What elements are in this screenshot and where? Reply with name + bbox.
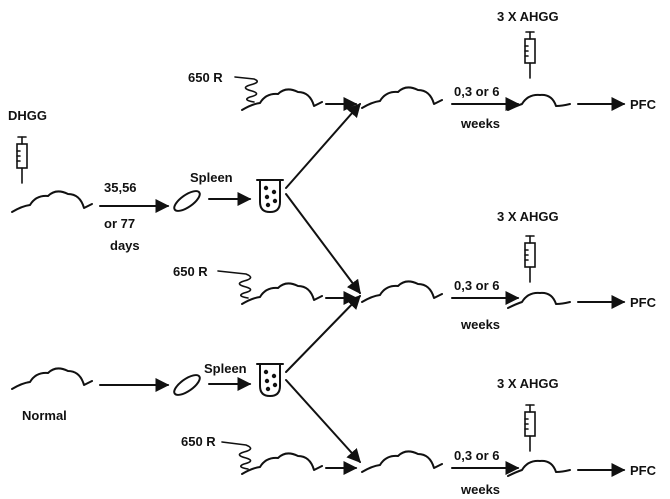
boost-label-3: 3 X AHGG (497, 376, 559, 391)
spleen-label-bottom: Spleen (204, 361, 247, 376)
mouse-icon (507, 291, 571, 309)
radiation-label-3: 650 R (181, 434, 216, 449)
radiation-label-1: 650 R (188, 70, 223, 85)
mouse-icon (11, 190, 93, 213)
mouse-icon (361, 86, 443, 109)
pfc-label-2: PFC (630, 295, 657, 310)
interval-label-3: 0,3 or 6 (454, 448, 500, 463)
syringe-icon (524, 235, 536, 283)
radiation-icon (221, 441, 252, 470)
mouse-icon (241, 282, 323, 305)
spleen-icon (173, 190, 201, 212)
pfc-label-3: PFC (630, 463, 657, 478)
normal-label: Normal (22, 408, 67, 423)
radiation-label-2: 650 R (173, 264, 208, 279)
weeks-label-3: weeks (460, 482, 500, 497)
boost-label-2: 3 X AHGG (497, 209, 559, 224)
interval-label-2: 0,3 or 6 (454, 278, 500, 293)
mouse-icon (507, 93, 571, 111)
days-label-1: 35,56 (104, 180, 137, 195)
mouse-icon (241, 88, 323, 111)
mouse-icon (361, 450, 443, 473)
spleen-label-top: Spleen (190, 170, 233, 185)
syringe-icon (16, 136, 28, 184)
weeks-label-1: weeks (460, 116, 500, 131)
mouse-icon (507, 459, 571, 477)
days-label-2: or 77 (104, 216, 135, 231)
syringe-icon (524, 404, 536, 452)
boost-label-1: 3 X AHGG (497, 9, 559, 24)
interval-label-1: 0,3 or 6 (454, 84, 500, 99)
radiation-icon (234, 76, 258, 103)
pfc-label-1: PFC (630, 97, 657, 112)
dhgg-label: DHGG (8, 108, 47, 123)
mouse-icon (241, 452, 323, 475)
test-tube-icon (256, 179, 284, 213)
days-label-3: days (110, 238, 140, 253)
syringe-icon (524, 31, 536, 79)
spleen-icon (173, 374, 201, 396)
mouse-icon (361, 280, 443, 303)
radiation-icon (217, 270, 252, 299)
test-tube-icon (256, 363, 284, 397)
mouse-icon (11, 367, 93, 390)
weeks-label-2: weeks (460, 317, 500, 332)
